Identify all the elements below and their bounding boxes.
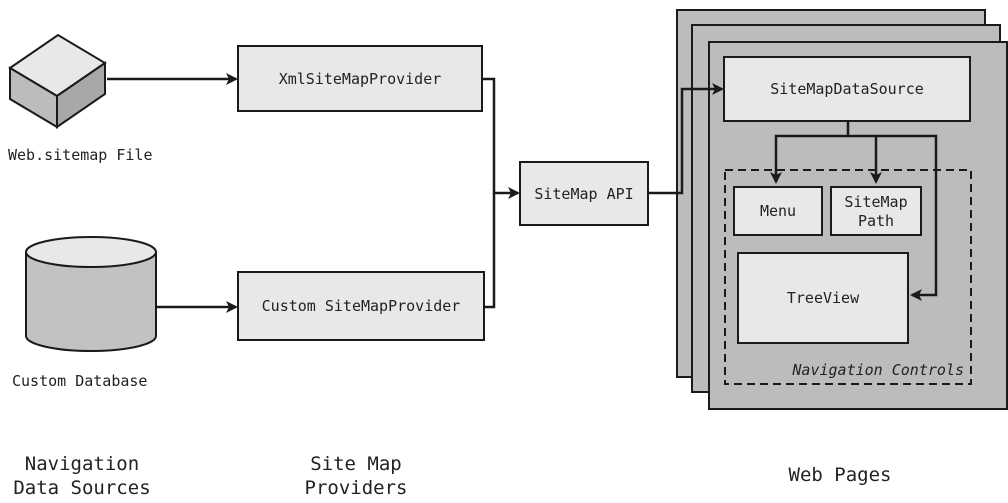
xml-file-icon — [8, 33, 107, 129]
sitemap-api-label: SiteMap API — [534, 185, 633, 203]
menu-box — [733, 186, 823, 236]
sitemappath-label-line1: SiteMap — [844, 193, 907, 211]
sources-title-line1: Navigation — [25, 453, 139, 475]
xml-file-label: Web.sitemap File — [8, 146, 153, 164]
sitemappath-label-line2: Path — [858, 212, 894, 230]
line-custom-provider-to-api — [484, 193, 496, 309]
treeview-box — [737, 252, 909, 344]
providers-title-line1: Site Map — [310, 453, 402, 475]
menu-label: Menu — [760, 202, 796, 220]
xml-provider-label: XmlSiteMapProvider — [279, 70, 442, 88]
navigation-controls-label: Navigation Controls — [791, 361, 964, 379]
sources-title-line2: Data Sources — [13, 477, 150, 498]
database-label: Custom Database — [12, 372, 147, 390]
custom-provider-label: Custom SiteMapProvider — [262, 297, 461, 315]
arrow-api-to-datasource — [648, 83, 724, 195]
navigation-controls-group — [724, 169, 972, 385]
sitemappath-box — [830, 186, 922, 236]
providers-title-line2: Providers — [305, 477, 408, 498]
datasource-label: SiteMapDataSource — [770, 80, 924, 98]
database-icon — [25, 236, 157, 352]
arrow-datasource-to-treeview — [846, 121, 938, 301]
arrow-xml-provider-to-api — [482, 77, 520, 199]
treeview-label: TreeView — [787, 289, 860, 307]
arrow-datasource-to-menu — [770, 134, 848, 184]
datasource-box — [723, 56, 971, 122]
pages-title: Web Pages — [789, 464, 892, 486]
custom-provider-box — [237, 271, 485, 341]
xml-provider-box — [237, 45, 483, 112]
